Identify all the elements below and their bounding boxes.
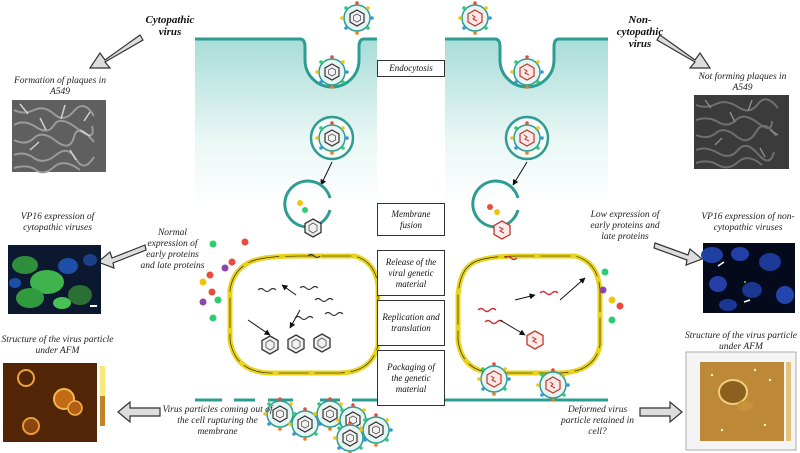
right-endosome [504,115,550,161]
left-capsid-3 [313,333,331,353]
step-membrane-fusion: Membrane fusion [377,203,445,236]
left-capsid-2 [287,334,305,354]
right-vp16-photo [701,243,795,313]
right-plaque-photo [694,95,789,169]
left-release-arrow [117,400,161,424]
left-title-arrow [88,34,144,69]
step-endocytosis: Endocytosis [377,60,445,77]
left-protein-arrow [96,244,147,269]
left-nucleus-arrows [247,284,301,336]
right-retained-arrow [639,400,683,424]
right-protein-arrow [653,242,704,266]
right-incoming-virus [457,0,493,36]
right-arrow-fusion [512,161,528,186]
left-arrow-fusion [320,161,333,186]
right-protein-dots [599,268,624,324]
left-photo1-caption: Formation of plaques in A549 [13,76,107,97]
left-plaque-photo [12,100,106,174]
right-retained-label: Deformed virus particle retained in cell… [561,405,634,437]
left-vp16-photo [8,245,101,314]
left-released-viruses [262,396,394,453]
step-packaging: Packaging of the genetic material [377,350,445,406]
right-capsid [526,330,544,350]
left-incoming-virus [339,0,375,36]
step-replication-translation: Replication and translation [377,300,445,346]
left-nucleus [227,253,381,376]
right-photo1-caption: Not forming plaques in A549 [698,72,787,93]
left-afm-photo [3,363,105,442]
right-nucleus [455,253,603,376]
left-genome-strands [257,253,344,321]
step-release-genetic-material: Release of the viral genetic material [377,250,445,296]
left-photo3-caption: Structure of the virus particle under AF… [1,335,114,356]
left-endosome [309,115,355,161]
left-photo2-caption: VP16 expression of cytopathic viruses [20,212,95,233]
right-afm-photo [685,351,797,451]
right-nucleus-arrows [499,277,586,336]
left-capsid-1 [261,335,279,355]
right-photo3-caption: Structure of the virus particle under AF… [684,331,798,352]
left-release-label: Virus particles coming out of the cell r… [162,405,273,437]
right-fusion-vesicle [471,179,520,240]
left-protein-dots [199,238,249,322]
left-title: Cytopathic virus [145,14,195,38]
right-proteins-label: Low expression of early proteins and lat… [590,210,660,242]
left-fusion-vesicle [283,179,332,238]
left-cell-cytoplasm [195,40,377,205]
right-title: Non-cytopathic virus [616,14,664,50]
left-proteins-label: Normal expression of early proteins and … [140,228,205,271]
right-title-arrow [656,34,712,69]
right-photo2-caption: VP16 expression of non-cytopathic viruse… [701,212,795,233]
